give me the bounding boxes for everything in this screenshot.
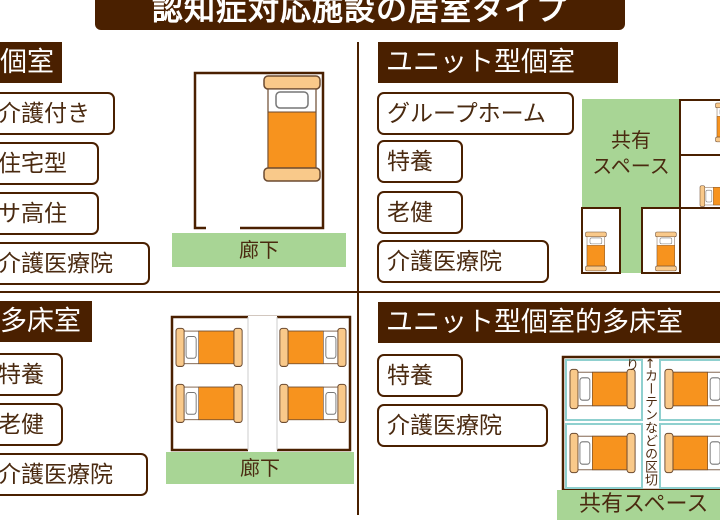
facility-label: 特養 <box>377 354 463 397</box>
facility-label: 特養 <box>0 353 63 396</box>
section-header-unit-private-room: ユニット型個室 <box>378 42 618 83</box>
bed-icon <box>279 383 347 423</box>
facility-label: 老健 <box>0 403 63 446</box>
facility-label: 介護医療院 <box>377 404 548 447</box>
bed-icon <box>664 432 720 474</box>
facility-label: 老健 <box>377 191 463 234</box>
facility-label: 介護付き <box>0 92 115 135</box>
common-space-bar: 共有スペース <box>557 490 720 520</box>
facility-label: 介護医療院 <box>377 240 549 283</box>
unit-multi-bed-room-plan <box>561 355 720 492</box>
partition-note: ←カーテンなどの区切り <box>623 358 657 486</box>
page-title: 認知症対応施設の居室タイプ <box>95 0 625 30</box>
corridor: 廊下 <box>172 233 346 267</box>
section-header-multi-bed-room: 多床室 <box>0 301 92 342</box>
bed-icon <box>664 368 720 410</box>
facility-label: 特養 <box>377 140 463 183</box>
multi-bed-room-plan <box>170 315 352 452</box>
facility-label: 介護医療院 <box>0 453 148 496</box>
bed-icon <box>569 432 636 474</box>
section-header-private-room: 個室 <box>0 42 62 83</box>
bed-icon <box>175 383 243 423</box>
section-header-unit-multi-bed-room: ユニット型個室的多床室 <box>378 302 720 343</box>
unit-private-room-plan <box>581 99 720 274</box>
facility-label: グループホーム <box>377 92 574 135</box>
common-space-label: 共有 スペース <box>592 128 670 178</box>
private-room-plan <box>193 71 325 230</box>
facility-label: 住宅型 <box>0 142 99 185</box>
facility-label: 介護医療院 <box>0 242 150 285</box>
bed-icon <box>699 185 720 207</box>
corridor: 廊下 <box>166 452 354 484</box>
facility-label: サ高住 <box>0 192 99 235</box>
bed-icon <box>569 368 636 410</box>
bed-icon <box>175 327 243 367</box>
bed-icon <box>655 231 677 272</box>
bed-icon <box>263 75 321 182</box>
bed-icon <box>279 327 347 367</box>
bed-icon <box>585 231 607 272</box>
